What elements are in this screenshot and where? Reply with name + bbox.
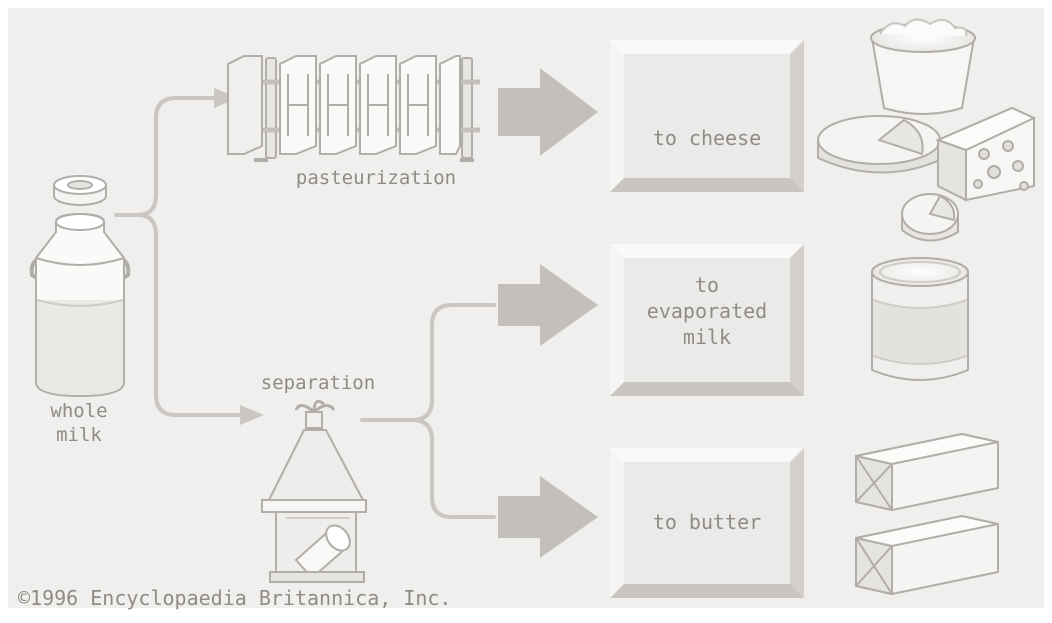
flow-line-to-separation <box>136 213 248 417</box>
milk-can-icon <box>29 175 131 398</box>
cottage-cheese-tub-icon <box>870 18 976 115</box>
flow-line-to-evaporated <box>360 303 496 422</box>
arrow-to-cheese <box>498 68 598 156</box>
swiss-cheese-wedge-icon <box>935 106 1037 202</box>
arrow-to-butter <box>498 476 598 558</box>
box-to-butter <box>610 448 804 598</box>
small-arrowhead-pasteurization <box>214 88 238 108</box>
box-label-evaporated-line2: evaporated <box>647 299 767 323</box>
box-label-evaporated-line3: milk <box>683 325 731 349</box>
copyright-notice: ©1996 Encyclopaedia Britannica, Inc. <box>18 586 451 610</box>
whole-milk-label-line2: milk <box>56 424 102 446</box>
small-arrowhead-separation <box>240 405 264 425</box>
pasteurization-label: pasteurization <box>296 167 456 189</box>
evaporated-milk-can-icon <box>871 257 969 381</box>
box-label-evaporated-line1: to <box>695 273 719 297</box>
pasteurizer-icon <box>227 55 480 162</box>
whole-milk-label-line1: whole <box>50 400 107 422</box>
separator-icon <box>261 399 367 583</box>
separation-label: separation <box>261 372 375 394</box>
cheese-wheel-icon <box>817 115 941 174</box>
butter-block-icon <box>855 514 999 596</box>
flow-lines <box>114 96 496 519</box>
box-to-evaporated <box>610 244 804 396</box>
arrow-to-evaporated <box>498 264 598 346</box>
small-cheese-round-icon <box>901 193 959 242</box>
flow-line-to-butter <box>410 418 496 519</box>
box-label-to-butter: to butter <box>653 510 761 534</box>
box-label-to-cheese: to cheese <box>653 126 761 150</box>
butter-block-icon <box>855 432 999 512</box>
box-to-cheese <box>610 40 804 192</box>
